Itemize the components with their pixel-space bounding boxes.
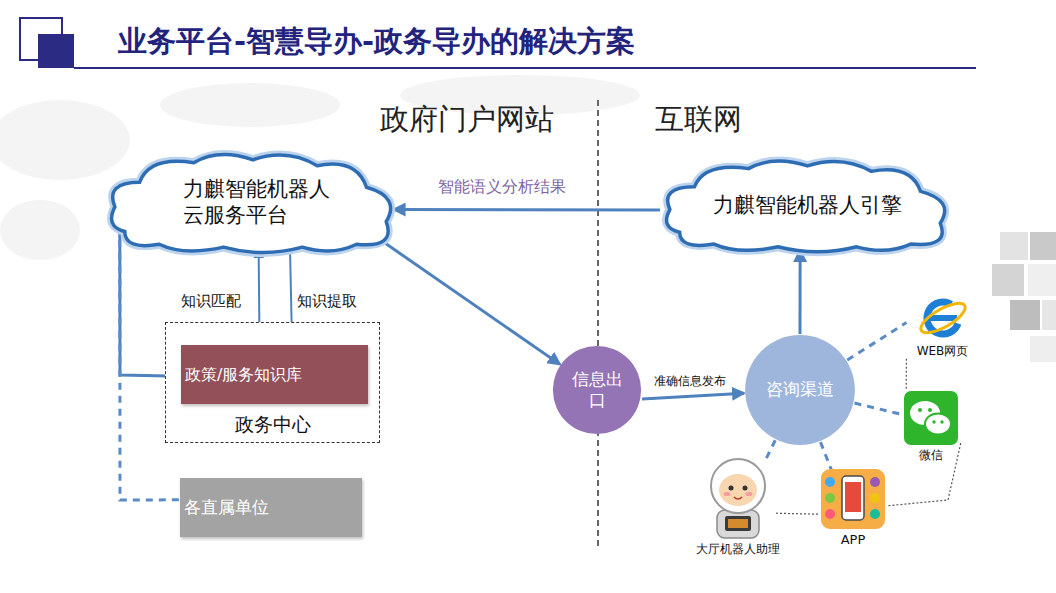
eye-dot bbox=[940, 420, 943, 423]
connector bbox=[642, 393, 744, 399]
tile bbox=[992, 264, 1024, 296]
icon-caption: 大厅机器人助理 bbox=[696, 542, 780, 557]
robot-mouth bbox=[734, 497, 742, 499]
edge-label: 智能语义分析结果 bbox=[436, 177, 568, 198]
map-blob bbox=[0, 100, 130, 180]
icon-caption: 微信 bbox=[919, 448, 943, 463]
connector bbox=[887, 443, 960, 506]
cloud-platform: 力麒智能机器人 云服务平台 bbox=[105, 148, 401, 256]
node-label: 信息出口 bbox=[569, 369, 625, 412]
app-dot bbox=[870, 477, 880, 487]
connector bbox=[820, 442, 832, 471]
browser-orbit bbox=[917, 298, 969, 339]
robot-eye bbox=[742, 486, 747, 491]
grey-tiles bbox=[992, 232, 1056, 362]
circle-node: 信息出口 bbox=[552, 345, 642, 435]
app-dot bbox=[825, 477, 835, 487]
tile bbox=[1010, 300, 1040, 330]
node-label: 力麒智能机器人引擎 bbox=[713, 192, 902, 218]
process-box: 政策/服务知识库 bbox=[181, 345, 368, 404]
title-square-fill bbox=[38, 34, 74, 68]
robot-screen bbox=[725, 516, 751, 531]
node-label: 力麒智能机器人 云服务平台 bbox=[183, 176, 343, 229]
robot-face bbox=[719, 474, 757, 506]
connector bbox=[799, 250, 802, 334]
node-label: 政务中心 bbox=[235, 413, 311, 437]
robot-eye bbox=[728, 486, 733, 491]
tile bbox=[1030, 232, 1056, 260]
icon-caption: APP bbox=[841, 532, 866, 548]
connector bbox=[906, 359, 907, 390]
connector bbox=[854, 403, 901, 414]
cloud-glow bbox=[112, 155, 391, 253]
cloud-engine: 力麒智能机器人引擎 bbox=[660, 155, 955, 255]
eye-dot bbox=[932, 420, 935, 423]
cloud-border bbox=[667, 161, 945, 252]
zone-heading: 政府门户网站 bbox=[380, 100, 554, 140]
app-symbol bbox=[820, 468, 886, 530]
tile bbox=[1028, 264, 1056, 296]
connector bbox=[775, 513, 818, 514]
edge-label: 知识匹配 bbox=[179, 292, 243, 311]
app-dot bbox=[870, 493, 880, 503]
wechat-tile bbox=[904, 391, 958, 445]
connector bbox=[380, 240, 560, 365]
slide-title: 业务平台-智慧导办-政务导办的解决方案 bbox=[118, 22, 635, 62]
cloud-border bbox=[112, 155, 391, 253]
robot-cheek bbox=[723, 492, 730, 496]
web-symbol bbox=[917, 292, 969, 342]
group-box: 政务中心 政策/服务知识库 bbox=[165, 322, 380, 443]
wechat-icon: 微信 bbox=[900, 390, 962, 466]
tile bbox=[1000, 232, 1028, 260]
phone-screen bbox=[845, 482, 861, 512]
robot-body bbox=[717, 510, 759, 538]
robot-cheek bbox=[745, 492, 752, 496]
robot-display bbox=[728, 519, 748, 528]
cloud-glow bbox=[667, 161, 945, 252]
app-dot bbox=[825, 493, 835, 503]
faint-map bbox=[0, 75, 640, 260]
map-blob bbox=[0, 200, 80, 260]
circle-node: 咨询渠道 bbox=[744, 334, 856, 446]
edge-label: 知识提取 bbox=[295, 292, 359, 311]
node-label: 各直属单位 bbox=[184, 497, 269, 518]
app-icon: APP bbox=[818, 468, 888, 552]
app-tile bbox=[821, 469, 885, 529]
eye-dot bbox=[918, 408, 922, 412]
icon-caption: WEB网页 bbox=[917, 344, 969, 359]
app-dot bbox=[870, 509, 880, 519]
circle-fill bbox=[553, 346, 641, 434]
robot-icon: 大厅机器人助理 bbox=[685, 456, 790, 566]
title-underline bbox=[74, 67, 976, 69]
zone-heading: 互联网 bbox=[655, 100, 742, 140]
edge-label: 准确信息发布 bbox=[652, 373, 728, 390]
node-label: 咨询渠道 bbox=[755, 379, 845, 400]
robot-symbol bbox=[697, 456, 779, 540]
zone-divider bbox=[597, 100, 599, 548]
wechat-symbol bbox=[903, 390, 959, 446]
connector bbox=[394, 208, 660, 211]
tile bbox=[1030, 336, 1056, 362]
tile bbox=[1042, 300, 1056, 330]
eye-dot bbox=[928, 408, 932, 412]
bubble bbox=[925, 414, 951, 435]
browser-bar bbox=[929, 315, 957, 321]
web-icon: WEB网页 bbox=[895, 292, 990, 360]
cloud-outline bbox=[105, 148, 401, 256]
connector bbox=[765, 440, 775, 461]
phone bbox=[842, 476, 864, 520]
process-box: 各直属单位 bbox=[180, 478, 362, 537]
circle-fill bbox=[745, 335, 855, 445]
connector bbox=[847, 323, 906, 360]
node-label: 政策/服务知识库 bbox=[185, 365, 302, 385]
robot-head bbox=[711, 459, 765, 513]
map-blob bbox=[160, 83, 340, 127]
app-dot bbox=[825, 509, 835, 519]
